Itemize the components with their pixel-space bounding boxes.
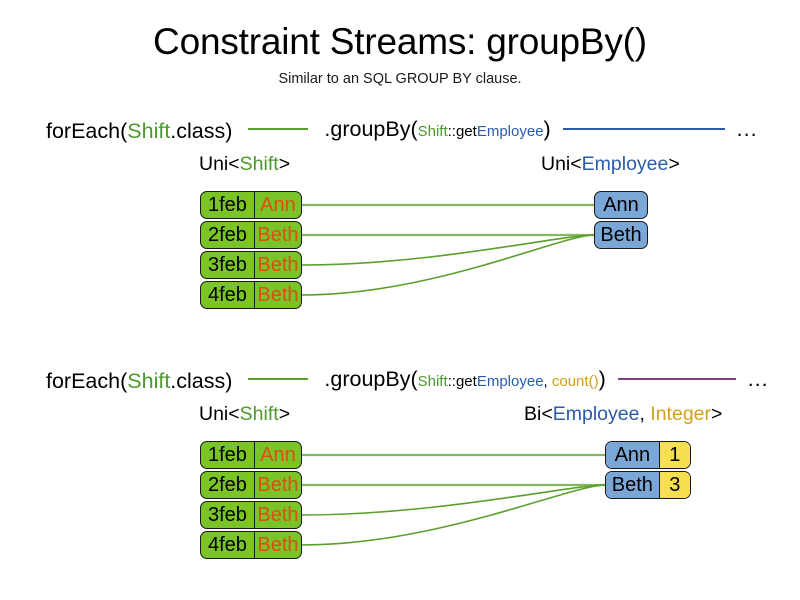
groupby-arg-method-get: get [455,373,477,390]
shift-date: 3feb [208,254,247,276]
left-type-label-1: Uni<Shift> [199,402,290,426]
groupby-prefix: .groupBy( [324,117,418,141]
groupby-arg-method-type: Employee [476,373,544,390]
shift-date: 2feb [208,224,247,246]
groupby-arg-method-get: get [455,123,477,140]
employee-name: Ann [606,442,659,468]
shift-employee: Ann [253,192,301,218]
groupby-arg-type: Shift [417,373,448,390]
employee-name: Beth [600,224,642,246]
right-type-suffix: > [711,403,723,425]
right-type-prefix: Uni< [541,153,582,175]
employee-box[interactable]: Ann [594,191,648,219]
foreach-prefix: forEach( [46,118,128,143]
foreach-suffix: .class) [170,368,233,393]
shift-employee: Beth [253,502,301,528]
right-type-suffix: > [668,153,680,175]
pipeline-connector-2 [617,377,736,380]
shift-box[interactable]: 1feb Ann [200,191,302,219]
shift-employee: Ann [253,442,301,468]
mapping-connector [300,484,607,516]
shift-employee: Beth [253,282,301,308]
left-type-label-0: Uni<Shift> [199,152,290,176]
groupby-suffix: ) [598,367,606,391]
shift-date: 1feb [208,194,247,216]
shift-box[interactable]: 2feb Beth [200,221,302,249]
shift-box[interactable]: 3feb Beth [200,251,302,279]
shift-box[interactable]: 1feb Ann [200,441,302,469]
groupby-arg-sep: :: [447,123,456,140]
groupby-suffix: ) [543,117,551,141]
groupby-arg-collector: count() [551,373,599,390]
shift-employee: Beth [253,222,301,248]
pipeline-groupby-single: forEach(Shift.class) .groupBy(Shift::get… [0,112,800,146]
shift-box[interactable]: 3feb Beth [200,501,302,529]
foreach-suffix: .class) [170,118,233,143]
employee-box[interactable]: Beth [594,221,648,249]
groupby-arg-sep: :: [447,373,456,390]
pipeline-connector-1 [248,377,309,380]
groupby-arg-comma: , [543,373,552,390]
groupby-arg-type: Shift [417,123,448,140]
shift-date: 2feb [208,474,247,496]
mapping-connector [300,234,596,296]
pipeline-ellipsis: ... [736,117,758,142]
pipeline-connector-2 [562,127,725,130]
employee-count: 1 [658,442,690,468]
pipeline-connector-1 [248,127,309,130]
right-type-name: Employee [581,153,669,175]
shift-date: 4feb [208,534,247,556]
groupby-expression: .groupBy(Shift::getEmployee) [324,112,550,149]
left-type-name: Shift [239,403,279,425]
mapping-connector [300,234,596,266]
mapping-connector [300,484,607,546]
shift-box[interactable]: 2feb Beth [200,471,302,499]
foreach-expression: forEach(Shift.class) [46,364,232,398]
right-type-comma: , [639,403,651,425]
right-type-name: Employee [552,403,640,425]
left-type-prefix: Uni< [199,153,240,175]
shift-date: 1feb [208,444,247,466]
shift-box[interactable]: 4feb Beth [200,281,302,309]
foreach-type: Shift [127,118,171,143]
employee-name: Beth [606,472,659,498]
right-type-label-0: Uni<Employee> [541,152,680,176]
foreach-expression: forEach(Shift.class) [46,114,232,148]
foreach-type: Shift [127,368,171,393]
left-type-suffix: > [278,403,291,425]
employee-count-box[interactable]: Beth 3 [605,471,691,499]
page-title: Constraint Streams: groupBy() [153,21,647,62]
foreach-prefix: forEach( [46,368,128,393]
employee-count: 3 [658,472,690,498]
left-type-name: Shift [239,153,279,175]
employee-name: Ann [603,194,639,216]
right-type-prefix: Bi< [524,403,553,425]
shift-box[interactable]: 4feb Beth [200,531,302,559]
shift-employee: Beth [253,252,301,278]
shift-date: 3feb [208,504,247,526]
right-type-name-2: Integer [650,403,712,425]
right-type-label-1: Bi<Employee, Integer> [524,402,722,426]
pipeline-ellipsis: ... [747,367,769,392]
employee-count-box[interactable]: Ann 1 [605,441,691,469]
shift-employee: Beth [253,472,301,498]
groupby-prefix: .groupBy( [324,367,418,391]
groupby-arg-method-type: Employee [476,123,544,140]
shift-employee: Beth [253,532,301,558]
left-type-prefix: Uni< [199,403,240,425]
groupby-expression: .groupBy(Shift::getEmployee, count()) [324,362,605,399]
shift-date: 4feb [208,284,247,306]
left-type-suffix: > [278,153,291,175]
page-subtitle: Similar to an SQL GROUP BY clause. [278,71,522,87]
pipeline-groupby-count: forEach(Shift.class) .groupBy(Shift::get… [0,362,800,396]
